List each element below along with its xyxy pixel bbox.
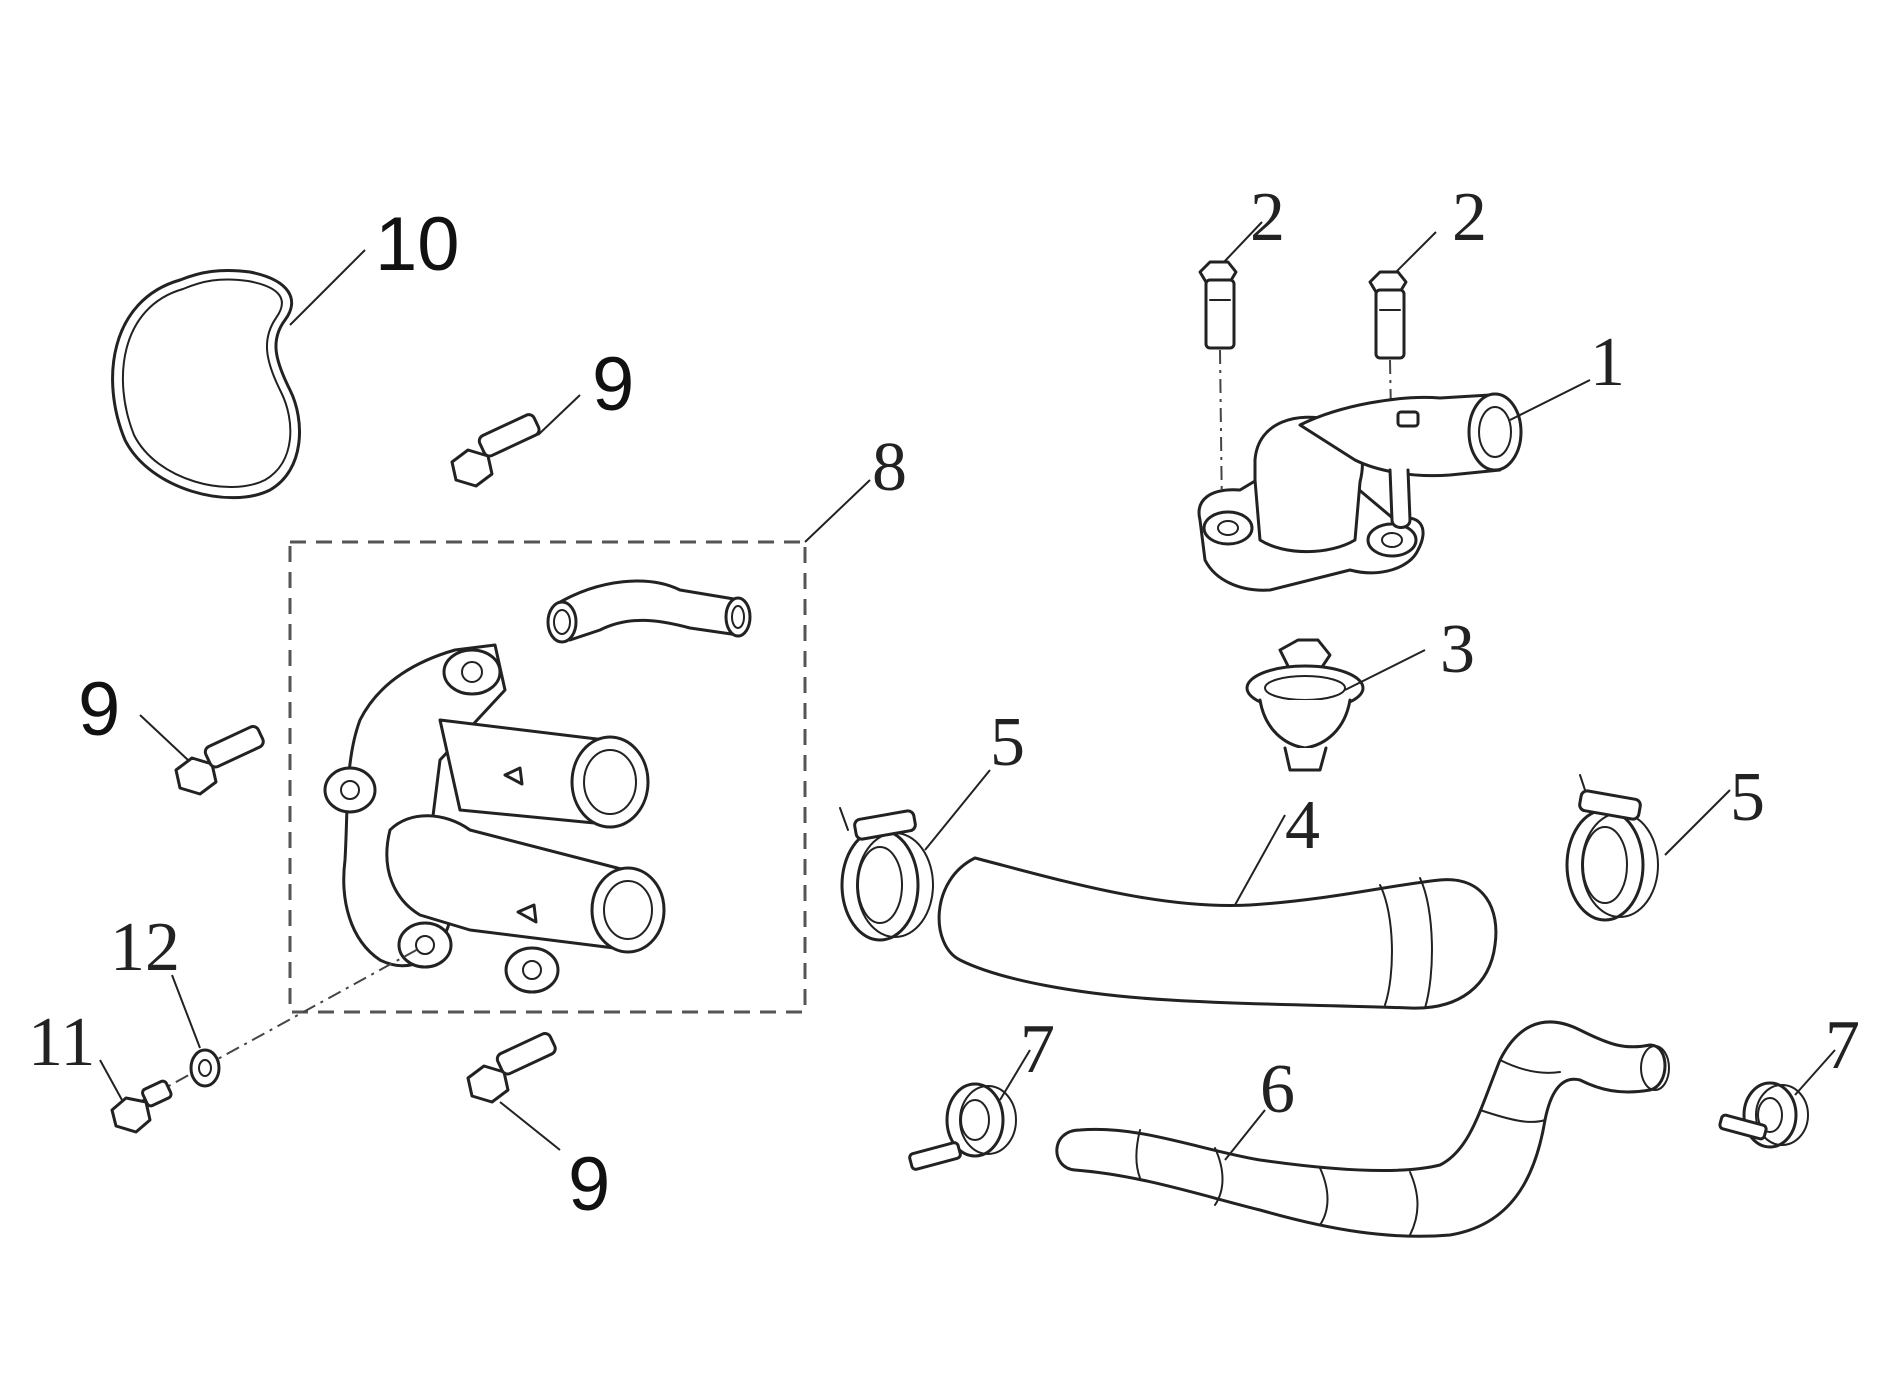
leader-10 [289, 249, 366, 326]
label-2-right: 2 [1452, 179, 1487, 256]
clamp-left [839, 807, 934, 942]
leader-6 [1224, 1109, 1266, 1161]
leader-1 [1509, 379, 1591, 421]
label-11: 11 [28, 1004, 95, 1081]
leader-7-left [999, 1049, 1031, 1101]
clamp-right [1565, 774, 1659, 922]
leader-9-top [537, 394, 581, 436]
leader-9-bottom [499, 1101, 561, 1151]
label-9-bottom: 9 [568, 1142, 610, 1227]
label-2-left: 2 [1250, 179, 1285, 256]
axis-bolt-left [1219, 349, 1223, 516]
leader-5-left [924, 769, 991, 851]
drain-bolt [110, 1079, 173, 1134]
bypass-pipe [546, 579, 752, 644]
thermostat [1245, 638, 1365, 772]
bolt-left-mid [174, 724, 265, 796]
outlet-body [323, 643, 666, 994]
label-4: 4 [1285, 787, 1320, 864]
label-5-left: 5 [990, 704, 1025, 781]
leader-2-right [1395, 231, 1437, 273]
label-8: 8 [872, 429, 907, 506]
leader-8 [804, 479, 871, 543]
leader-3 [1344, 649, 1426, 691]
label-7-right: 7 [1825, 1007, 1860, 1084]
leader-9-left [139, 714, 189, 761]
leader-5-right [1664, 789, 1731, 856]
leader-2-left [1223, 221, 1263, 263]
housing-cover [1197, 392, 1523, 592]
label-12: 12 [110, 909, 180, 986]
bolt-right-2 [1368, 270, 1408, 360]
label-6: 6 [1260, 1051, 1295, 1128]
leader-7-right [1794, 1049, 1836, 1096]
clamp-small-left [908, 1082, 1017, 1171]
bolt-left-2 [1198, 260, 1238, 350]
hose-upper [937, 856, 1498, 1010]
label-5-right: 5 [1730, 759, 1765, 836]
washer [189, 1048, 221, 1088]
label-7-left: 7 [1020, 1011, 1055, 1088]
o-ring [111, 268, 301, 500]
leader-4 [1234, 814, 1286, 906]
bolt-top [450, 413, 541, 488]
clamp-small-right [1718, 1081, 1809, 1149]
label-9-left: 9 [78, 667, 120, 752]
leader-11 [99, 1059, 123, 1101]
label-9-top: 9 [592, 342, 634, 427]
label-3: 3 [1440, 611, 1475, 688]
bolt-bottom [466, 1031, 557, 1104]
label-1: 1 [1590, 324, 1625, 401]
hose-lower [1055, 1020, 1670, 1238]
leader-12 [171, 974, 201, 1049]
label-10: 10 [375, 202, 460, 287]
